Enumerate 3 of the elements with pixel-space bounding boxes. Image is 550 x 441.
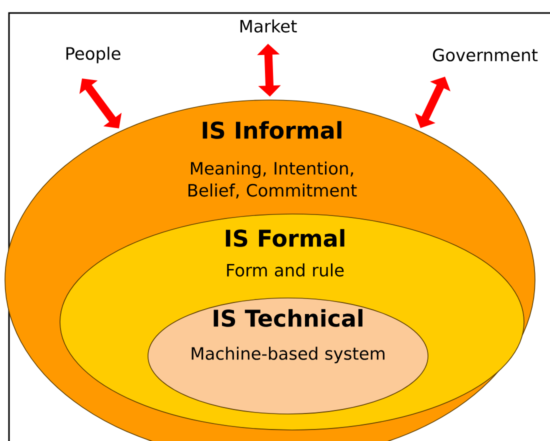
label: Market [240, 19, 297, 33]
label: People [66, 46, 120, 64]
label: Government [432, 48, 538, 62]
